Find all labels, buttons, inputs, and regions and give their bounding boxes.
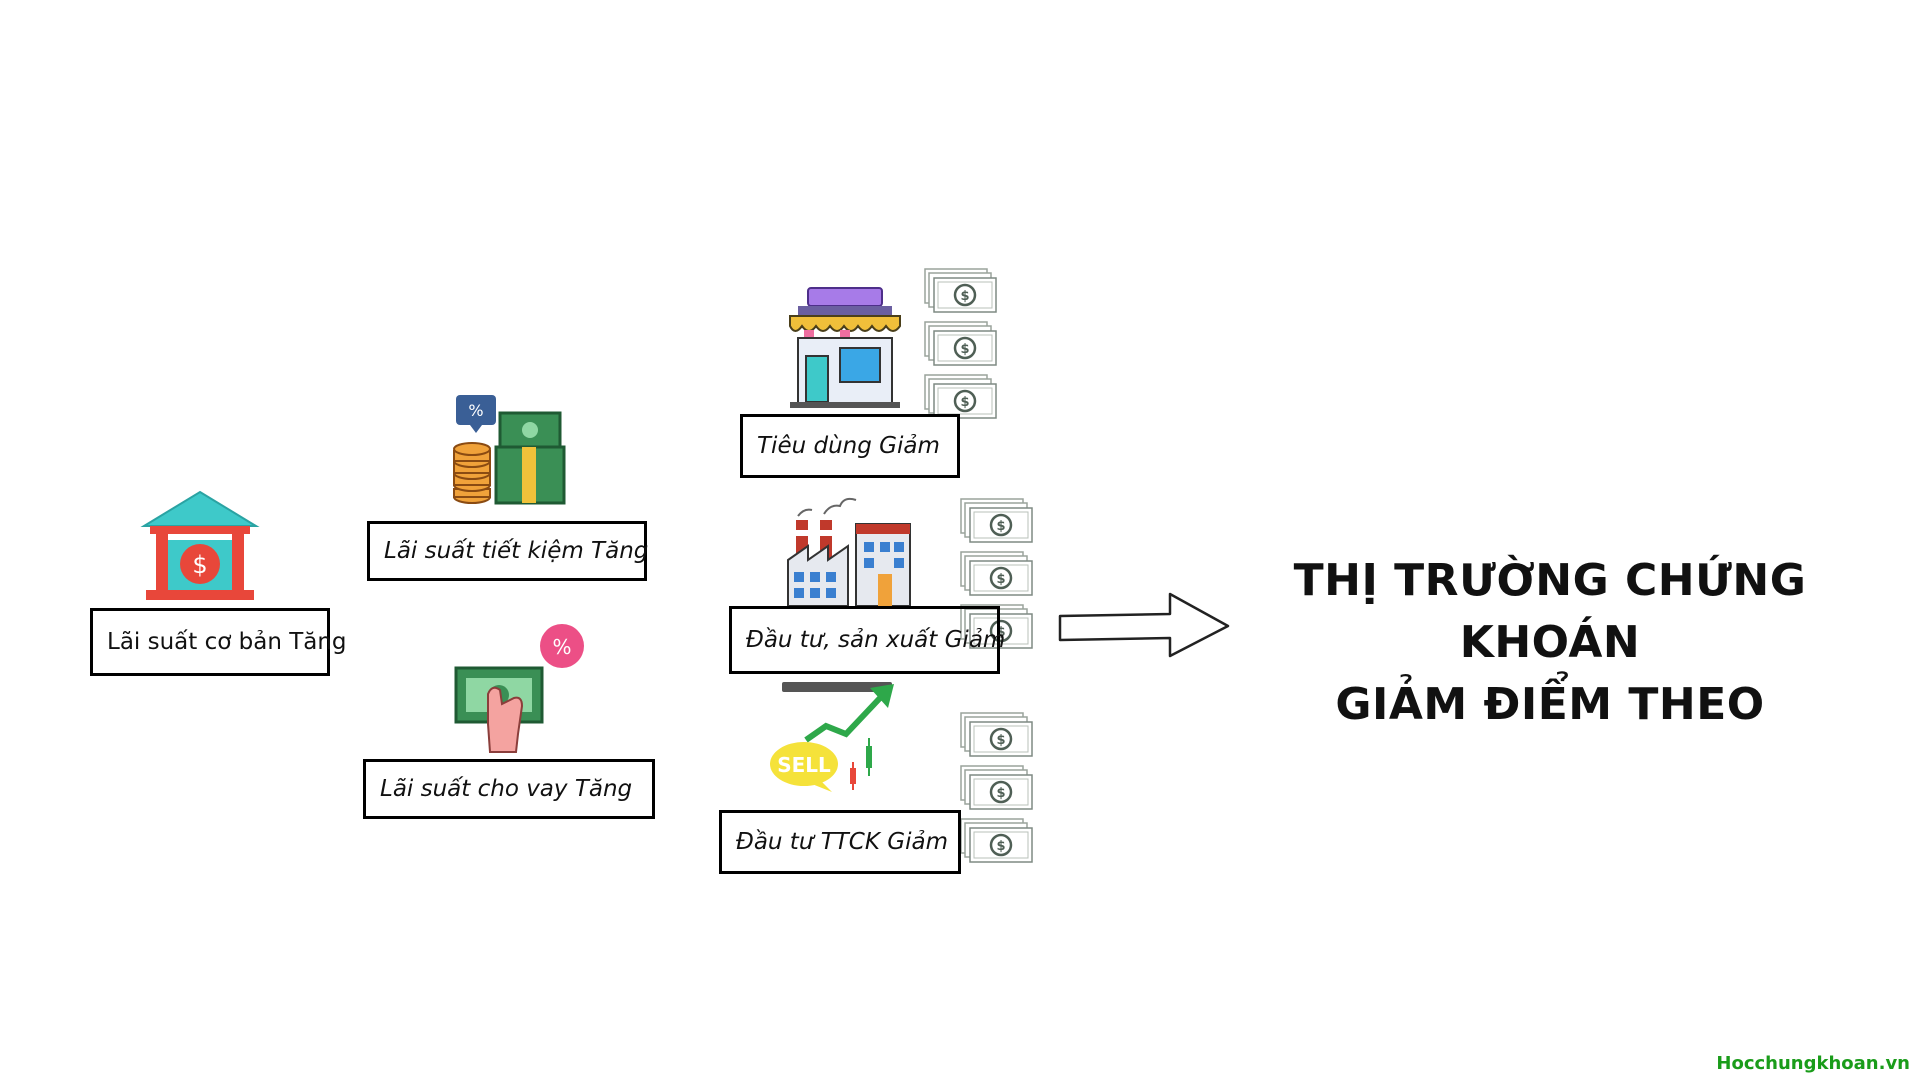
bank-icon: $ <box>140 490 260 600</box>
svg-text:$: $ <box>996 786 1005 801</box>
node-consumption-label: Tiêu dùng Giảm <box>757 433 940 459</box>
svg-text:$: $ <box>996 839 1005 854</box>
node-investment: Đầu tư, sản xuất Giảm <box>729 606 1005 674</box>
banknote-stack-icon: $ <box>960 498 1033 543</box>
node-savings-rate-label: Lãi suất tiết kiệm Tăng <box>384 538 649 564</box>
result-heading: THỊ TRƯỜNG CHỨNG KHOÁN GIẢM ĐIỂM THEO <box>1200 550 1900 736</box>
hand-with-money-icon: % <box>454 624 584 753</box>
node-savings-rate: Lãi suất tiết kiệm Tăng <box>367 521 649 581</box>
shop-icon <box>789 287 901 408</box>
factory-icon <box>787 497 911 607</box>
sell-stock-chart-icon: SELL <box>770 682 894 792</box>
node-base-rate-label: Lãi suất cơ bản Tăng <box>107 629 347 655</box>
banknote-stack-icon: $ <box>960 604 1033 649</box>
node-base-rate: Lãi suất cơ bản Tăng <box>90 608 347 676</box>
banknote-stack-icon: $ <box>960 765 1033 810</box>
svg-text:$: $ <box>996 572 1005 587</box>
sell-label: SELL <box>777 753 831 777</box>
banknote-stack-icon: $ <box>924 268 997 313</box>
dollar-glyph: $ <box>192 551 207 579</box>
banknote-stack-icon: $ <box>960 818 1033 863</box>
right-arrow-icon <box>1058 592 1230 658</box>
node-stock-investment-label: Đầu tư TTCK Giảm <box>736 829 948 855</box>
node-lending-rate: Lãi suất cho vay Tăng <box>363 759 655 819</box>
result-line-2: GIẢM ĐIỂM THEO <box>1335 679 1765 730</box>
banknote-stack-icon: $ <box>960 551 1033 596</box>
svg-text:$: $ <box>996 625 1005 640</box>
svg-text:$: $ <box>960 342 969 357</box>
watermark: Hocchungkhoan.vn <box>1716 1053 1910 1074</box>
banknote-stack-icon: $ <box>924 321 997 366</box>
node-consumption: Tiêu dùng Giảm <box>740 414 960 478</box>
node-lending-rate-label: Lãi suất cho vay Tăng <box>380 776 633 802</box>
coins-and-cash-icon: % <box>453 395 566 505</box>
percent-glyph: % <box>468 401 483 420</box>
node-investment-label: Đầu tư, sản xuất Giảm <box>746 627 1006 653</box>
node-stock-investment: Đầu tư TTCK Giảm <box>719 810 961 874</box>
banknote-stack-icon: $ <box>924 374 997 419</box>
svg-text:$: $ <box>996 519 1005 534</box>
banknote-stack-icon: $ <box>960 712 1033 757</box>
svg-text:$: $ <box>996 733 1005 748</box>
svg-text:$: $ <box>960 395 969 410</box>
svg-text:$: $ <box>960 289 969 304</box>
result-line-1: THỊ TRƯỜNG CHỨNG KHOÁN <box>1293 555 1807 668</box>
percent-glyph: % <box>552 635 571 659</box>
